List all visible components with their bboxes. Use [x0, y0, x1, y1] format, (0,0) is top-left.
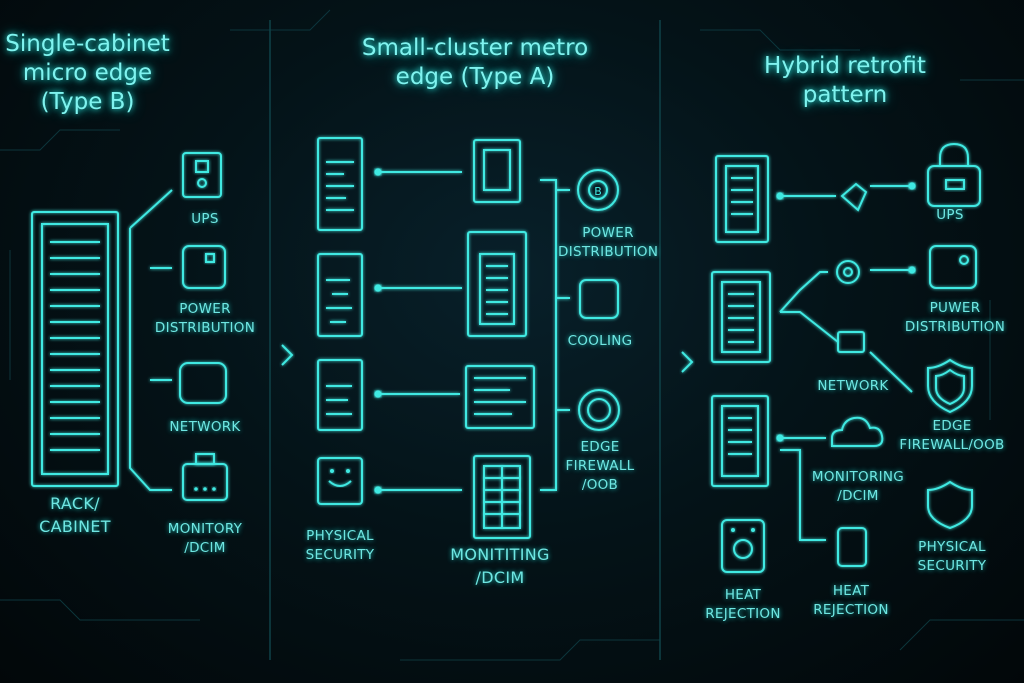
router-icon — [840, 182, 868, 212]
power-distribution-icon — [182, 245, 226, 289]
physical-security-label: PHYSICAL SECURITY — [305, 528, 375, 563]
server-icon — [317, 137, 363, 231]
power-distribution-label: POWER DISTRIBUTION — [558, 225, 659, 260]
server-rack-icon — [465, 365, 535, 429]
server-icon — [317, 359, 363, 431]
power-b-icon: B — [577, 169, 619, 211]
bracket-connectors — [540, 179, 570, 491]
heat-rejection-icon — [837, 527, 867, 567]
cooling-label: COOLING — [567, 333, 633, 349]
horizontal-connectors — [776, 182, 916, 541]
physical-security-label: PHYSICAL SECURITY — [917, 539, 987, 574]
power-distribution-icon — [929, 245, 977, 289]
firewall-icon — [578, 389, 620, 431]
heat-rejection-icon — [721, 519, 765, 573]
svg-text:B: B — [594, 185, 602, 198]
rack-cabinet-label: RACK/ CABINET — [39, 494, 111, 536]
background-traces — [0, 9, 1024, 661]
security-shield-icon — [927, 480, 973, 530]
camera-icon — [317, 457, 363, 505]
switch-icon — [473, 139, 521, 203]
edge-firewall-label: EDGE FIREWALL/OOB — [899, 418, 1005, 453]
monitor-icon — [837, 331, 865, 361]
server-rack-icon — [473, 455, 531, 539]
shield-icon — [927, 358, 973, 414]
heat-rejection-label: HEAT REJECTION — [813, 583, 889, 618]
cooling-icon — [579, 279, 619, 319]
monitoring-dcim-label: MONITORING /DCIM — [811, 469, 905, 504]
server-icon — [711, 271, 771, 363]
node-icon — [836, 260, 860, 284]
panel-3-title: Hybrid retrofit pattern — [764, 53, 926, 108]
cloud-icon — [831, 416, 884, 447]
monitoring-icon — [182, 453, 228, 501]
panel-2-title: Small-cluster metro edge (Type A) — [361, 35, 589, 90]
horizontal-connectors — [374, 168, 462, 494]
monitoring-dcim-label: MONITITING /DCIM — [450, 545, 550, 587]
server-icon — [715, 155, 769, 243]
power-distribution-label: PUWER DISTRIBUTION — [904, 300, 1006, 335]
network-label: NETWORK — [169, 419, 241, 435]
server-icon — [711, 395, 769, 487]
arrow-right-icon — [262, 344, 294, 366]
bracket-connectors — [129, 189, 173, 491]
power-distribution-label: POWER DISTRIBUTION — [154, 301, 256, 336]
panel-1-title: Single-cabinet micro edge (Type B) — [5, 31, 170, 115]
server-icon — [317, 253, 363, 337]
arrow-right-icon — [660, 351, 694, 373]
monitoring-label: MONITORY /DCIM — [167, 521, 243, 556]
rack-cabinet-icon — [31, 211, 119, 487]
network-icon — [179, 362, 227, 404]
network-label: NETWORK — [817, 378, 889, 394]
heat-rejection-label: HEAT REJECTION — [705, 587, 781, 622]
ups-lock-icon — [927, 142, 981, 207]
ups-icon — [182, 152, 222, 198]
ups-label: UPS — [936, 207, 964, 223]
ups-label: UPS — [191, 211, 219, 227]
server-rack-icon — [467, 231, 527, 337]
edge-firewall-label: EDGE FIREWALL /OOB — [565, 439, 635, 493]
